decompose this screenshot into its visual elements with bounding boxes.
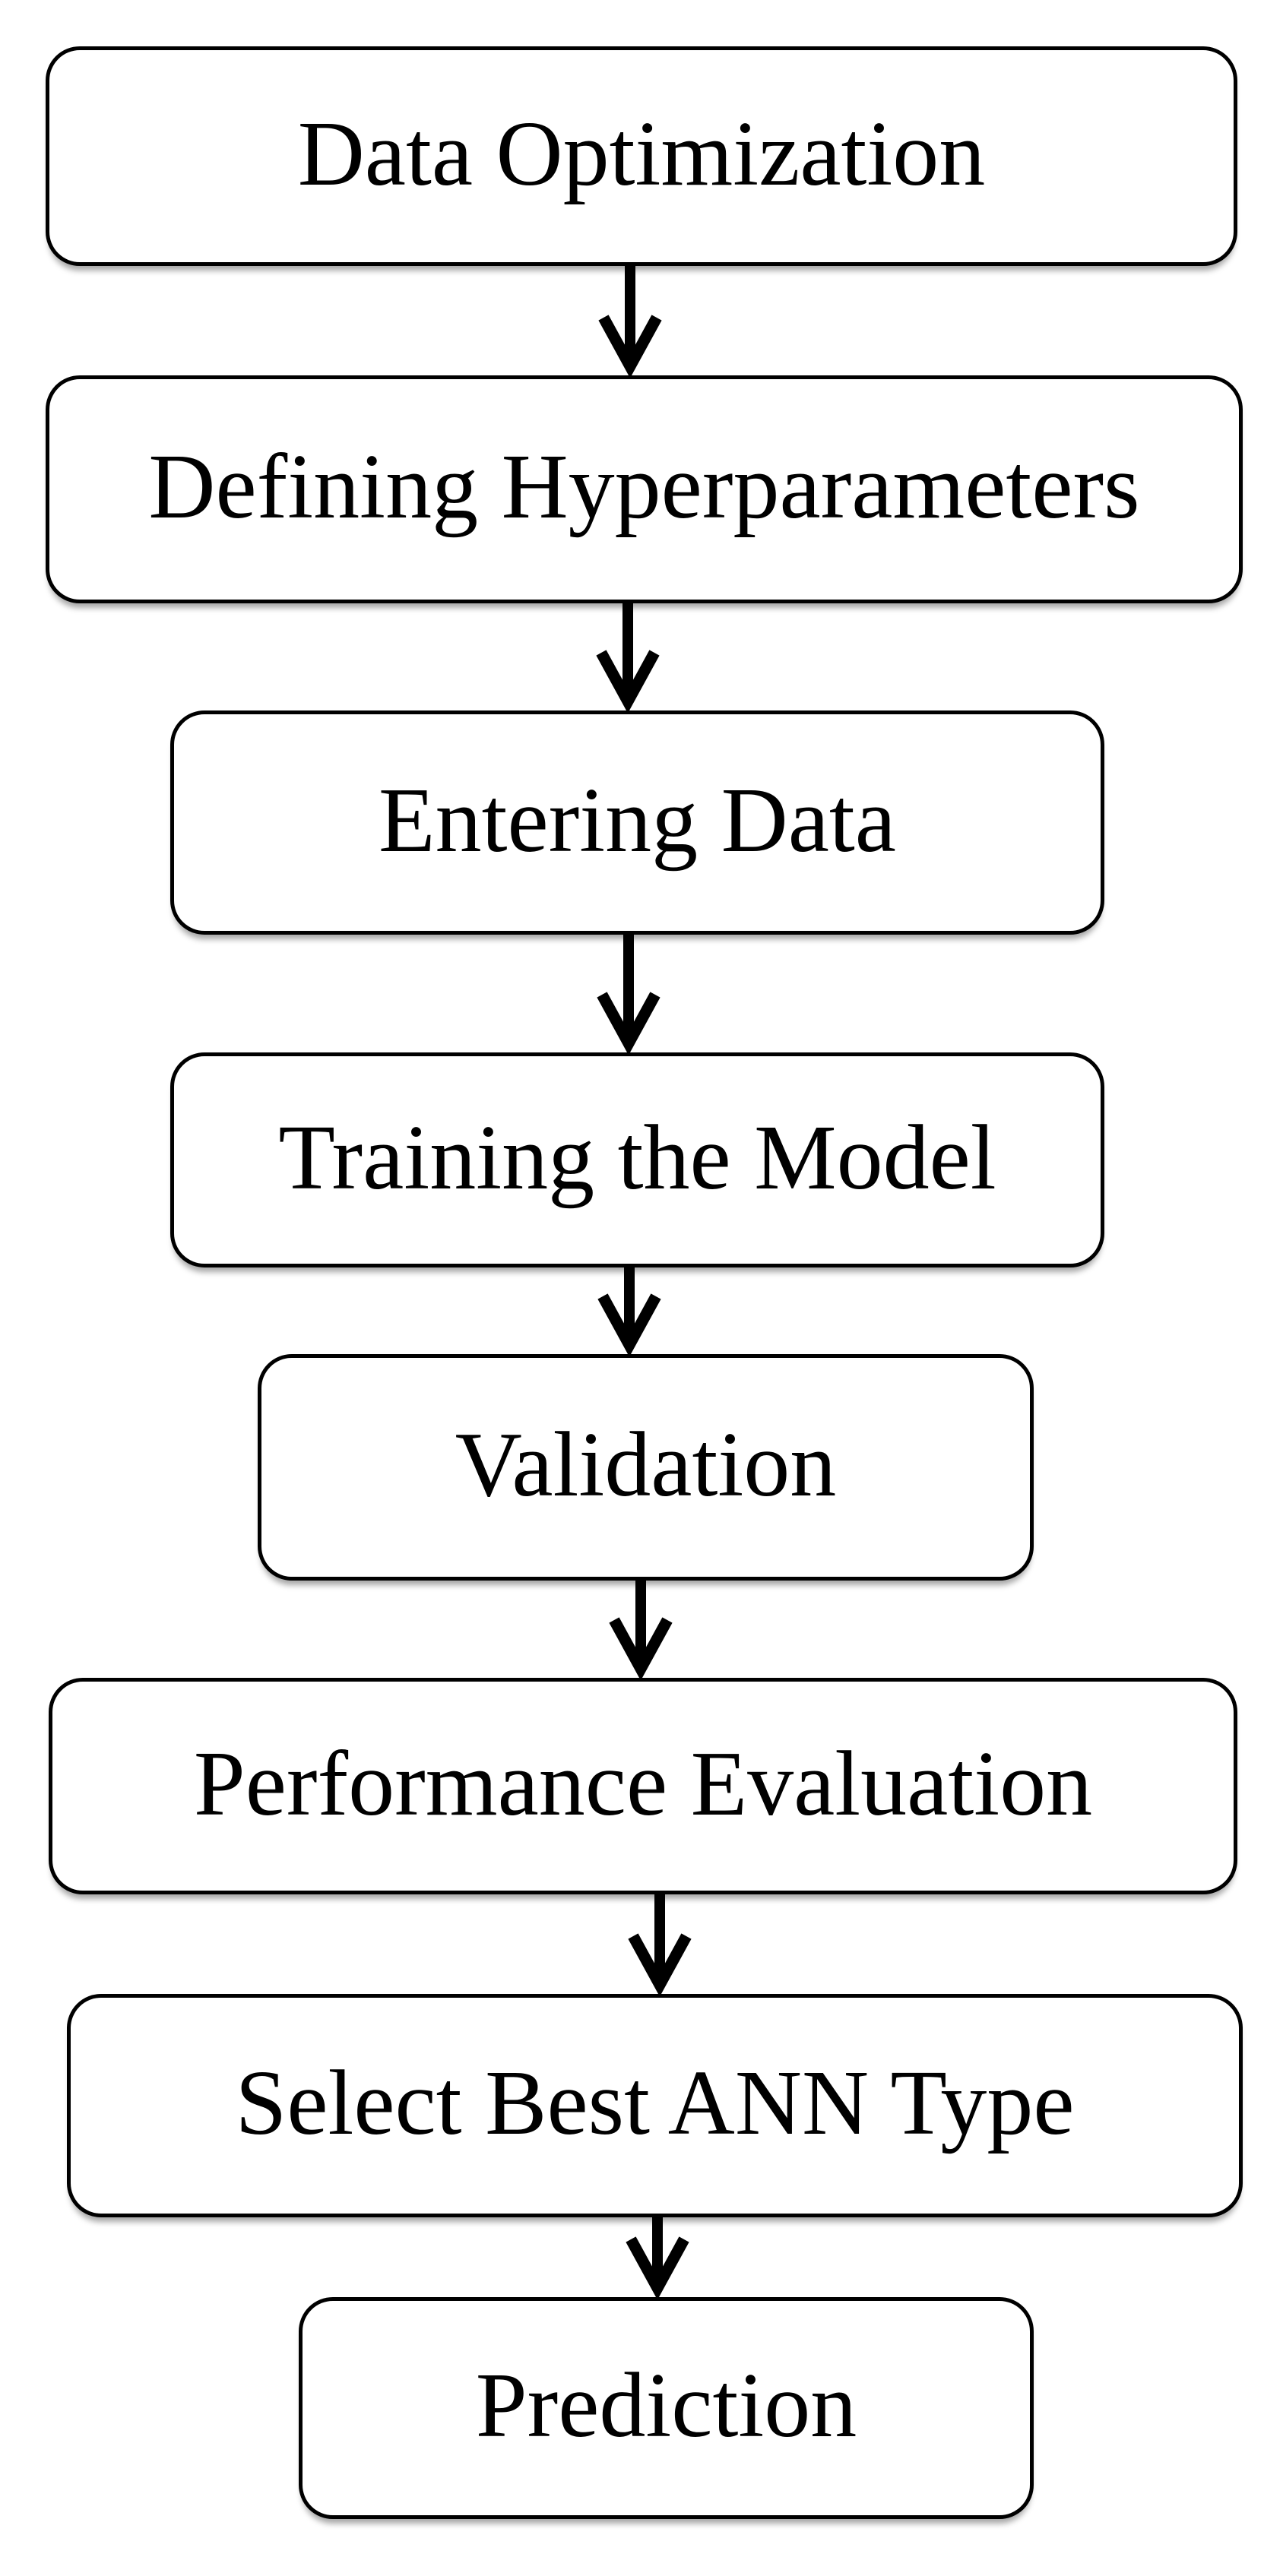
flowchart-node-training-the-model: Training the Model <box>170 1052 1104 1267</box>
flowchart-node-defining-hyperparameters: Defining Hyperparameters <box>46 375 1243 603</box>
flowchart-node-performance-evaluation: Performance Evaluation <box>49 1678 1237 1894</box>
flow-arrow-down-icon <box>628 1894 692 1997</box>
node-label: Validation <box>455 1413 837 1516</box>
flowchart-node-entering-data: Entering Data <box>170 710 1104 935</box>
flow-arrow-down-icon <box>596 603 660 714</box>
node-label: Performance Evaluation <box>193 1732 1093 1835</box>
flow-arrow-down-icon <box>597 1267 661 1357</box>
flowchart-node-validation: Validation <box>258 1354 1034 1581</box>
node-label: Prediction <box>475 2354 857 2457</box>
node-label: Training the Model <box>278 1106 996 1209</box>
node-label: Defining Hyperparameters <box>148 435 1140 538</box>
flowchart-node-select-best-ann-type: Select Best ANN Type <box>67 1994 1243 2217</box>
flow-arrow-down-icon <box>597 935 661 1055</box>
flow-arrow-down-icon <box>598 266 662 378</box>
flowchart-node-data-optimization: Data Optimization <box>46 46 1237 266</box>
flow-arrow-down-icon <box>626 2217 689 2300</box>
flowchart-node-prediction: Prediction <box>299 2297 1034 2519</box>
node-label: Entering Data <box>379 768 896 872</box>
node-label: Data Optimization <box>297 102 986 205</box>
flow-arrow-down-icon <box>609 1581 673 1681</box>
node-label: Select Best ANN Type <box>235 2052 1075 2154</box>
